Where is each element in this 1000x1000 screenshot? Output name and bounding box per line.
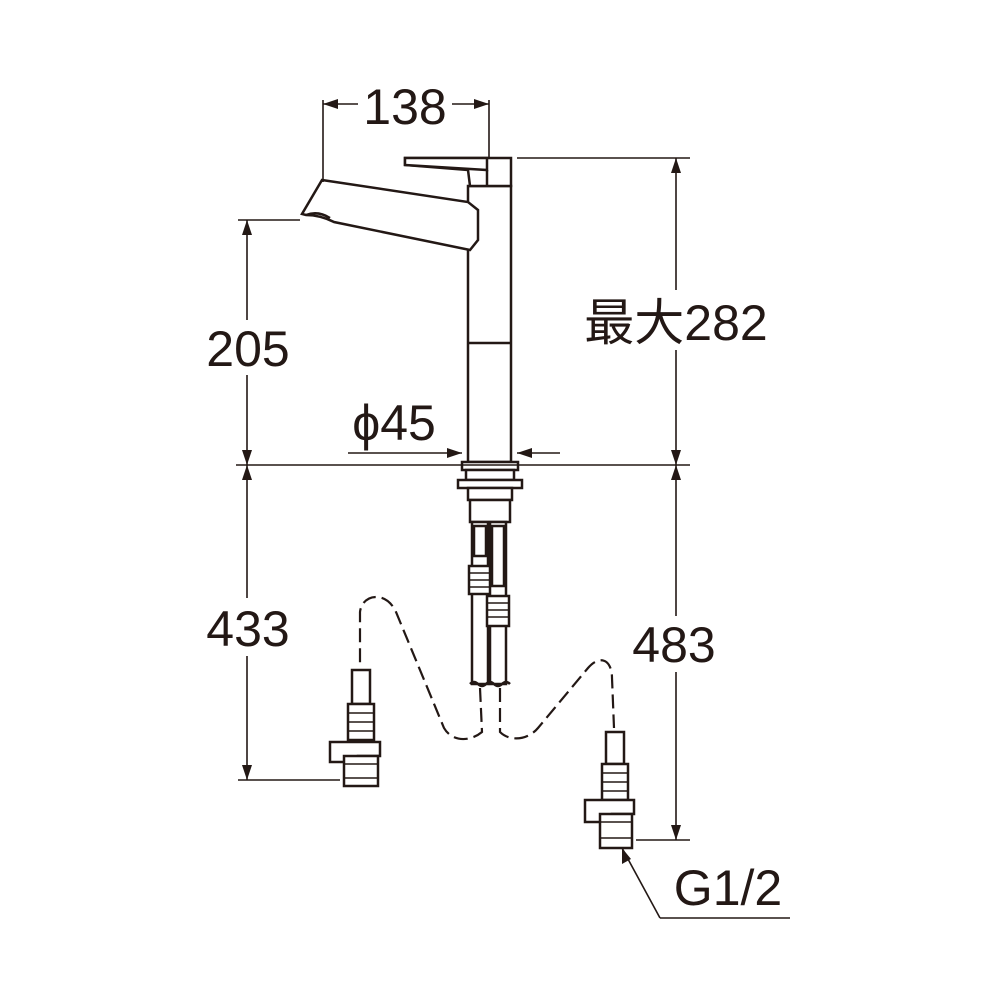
base-diameter-label: ϕ45: [352, 395, 436, 451]
left-flex-hose: [358, 595, 484, 741]
mount-shank: [468, 498, 512, 524]
thread-spec-label: G1/2: [674, 860, 782, 916]
right-hose-length-label: 483: [632, 617, 715, 673]
faucet-spout: [300, 178, 480, 252]
faucet-lever: [403, 156, 489, 172]
faucet-base: [456, 460, 524, 524]
left-valve-fitting: [328, 668, 382, 788]
faucet-body: [300, 156, 513, 464]
supply-hoses: [467, 520, 511, 688]
left-hose-length-label: 433: [206, 601, 289, 657]
spout-height-label: 205: [206, 321, 289, 377]
dimension-lines: [236, 99, 790, 919]
right-valve-fitting: [583, 730, 636, 850]
spout-reach-label: 138: [363, 79, 446, 135]
right-flex-hose: [498, 659, 616, 740]
max-height-label: 最大282: [584, 295, 767, 351]
